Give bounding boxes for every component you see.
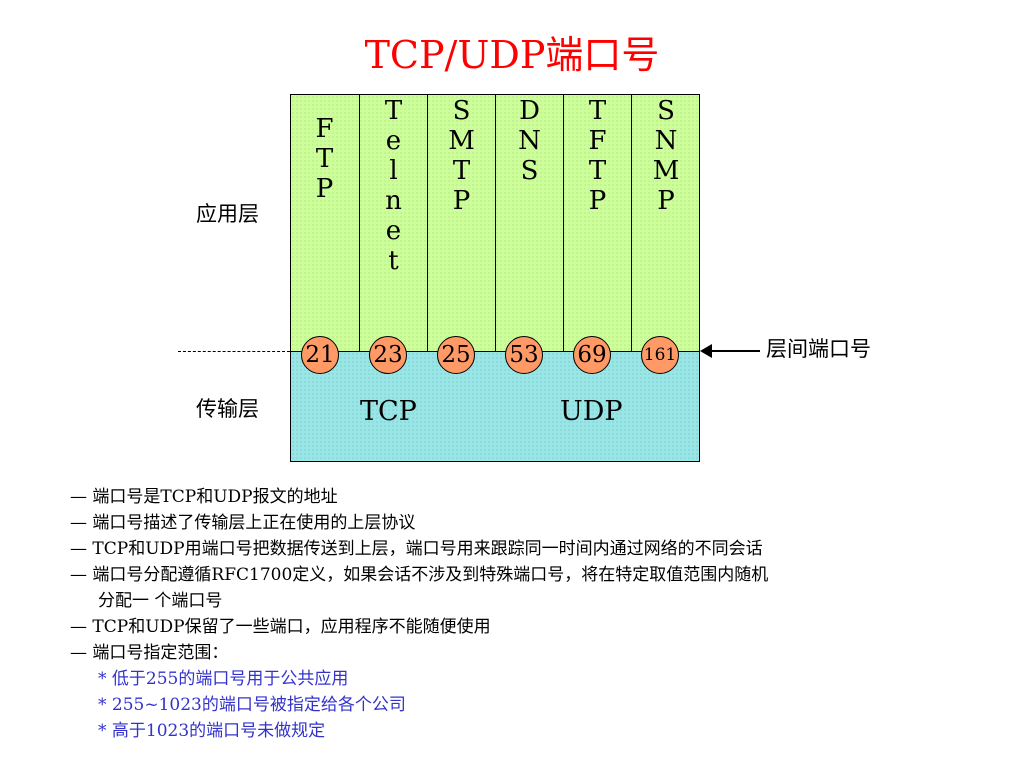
port-circle-53: 53 xyxy=(505,336,543,374)
note-item: — 端口号分配遵循RFC1700定义，如果会话不涉及到特殊端口号，将在特定取值范… xyxy=(70,565,769,585)
sub-note-item: * 高于1023的端口号未做规定 xyxy=(98,721,326,741)
protocol-column-snmp: S N M P xyxy=(632,94,700,351)
note-item: — 端口号是TCP和UDP报文的地址 xyxy=(70,487,338,507)
protocol-label-dns: D N S xyxy=(518,96,541,186)
transport-layer-zone xyxy=(290,351,700,462)
port-circle-25: 25 xyxy=(437,336,475,374)
layer-boundary-dashed-line xyxy=(178,351,290,352)
protocol-column-smtp: S M T P xyxy=(428,94,496,351)
protocol-column-ftp: F T P xyxy=(290,94,360,351)
protocol-column-tftp: T F T P xyxy=(564,94,632,351)
protocol-label-telnet: T e l n e t xyxy=(384,96,403,276)
pointer-arrow-line xyxy=(708,350,760,352)
note-item: — TCP和UDP保留了一些端口，应用程序不能随便使用 xyxy=(70,617,491,637)
port-circle-69: 69 xyxy=(573,336,611,374)
transport-layer-label: 传输层 xyxy=(196,397,259,421)
page-title: TCP/UDP端口号 xyxy=(364,33,660,77)
protocol-label-snmp: S N M P xyxy=(652,96,680,216)
port-circle-21: 21 xyxy=(301,336,339,374)
protocol-column-dns: D N S xyxy=(496,94,564,351)
port-circle-161: 161 xyxy=(641,336,679,374)
protocol-column-telnet: T e l n e t xyxy=(360,94,428,351)
protocol-label-tftp: T F T P xyxy=(588,96,607,216)
arrow-left-icon xyxy=(700,344,712,358)
note-item: — 端口号指定范围： xyxy=(70,643,229,663)
sub-note-item: * 255~1023的端口号被指定给各个公司 xyxy=(98,695,406,715)
note-item-continuation: 分配一 个端口号 xyxy=(98,591,223,611)
tcp-label: TCP xyxy=(360,396,417,427)
note-item: — 端口号描述了传输层上正在使用的上层协议 xyxy=(70,513,416,533)
udp-label: UDP xyxy=(560,396,623,427)
application-layer-label: 应用层 xyxy=(196,202,259,226)
inter-layer-port-label: 层间端口号 xyxy=(766,337,871,361)
sub-note-item: * 低于255的端口号用于公共应用 xyxy=(98,669,349,689)
note-item: — TCP和UDP用端口号把数据传送到上层，端口号用来跟踪同一时间内通过网络的不… xyxy=(70,539,763,559)
protocol-label-ftp: F T P xyxy=(315,114,334,204)
protocol-label-smtp: S M T P xyxy=(448,96,475,216)
notes-list: — 端口号是TCP和UDP报文的地址 — 端口号描述了传输层上正在使用的上层协议… xyxy=(70,484,1010,744)
port-circle-23: 23 xyxy=(369,336,407,374)
